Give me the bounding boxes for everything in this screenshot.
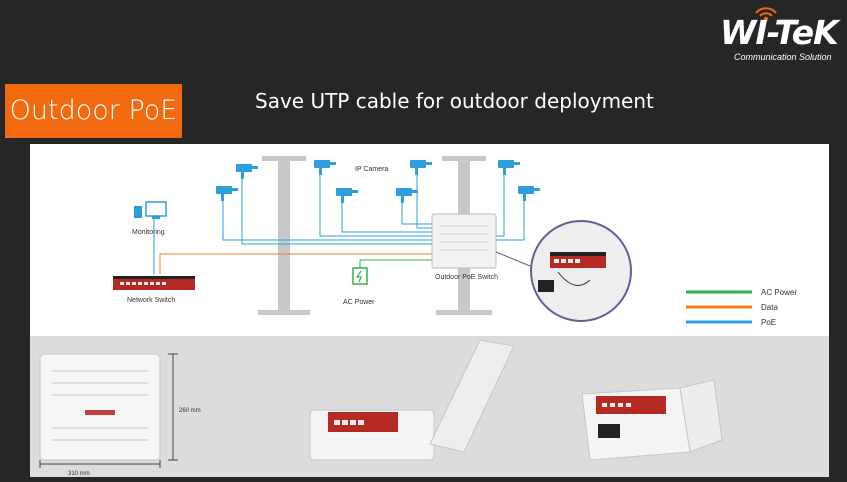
ac-power-cable (360, 260, 432, 268)
network-diagram: IP Camera Monitoring (30, 144, 829, 336)
enclosure-open-photo (310, 340, 514, 460)
width-dimension: 310 mm (68, 471, 90, 477)
legend: AC Power Data PoE (686, 288, 797, 327)
logo-tagline: Communication Solution (734, 52, 832, 62)
ac-power-icon (353, 268, 367, 284)
network-switch-icon (113, 276, 195, 290)
camera-icon (336, 188, 358, 203)
legend-label-data: Data (761, 303, 778, 312)
camera-icon (314, 160, 336, 175)
camera-icon (216, 186, 238, 201)
logo-text: WI-TeK (720, 16, 838, 49)
monitoring-label: Monitoring (132, 229, 165, 236)
utility-pole-left (258, 156, 310, 315)
outdoor-switch-label: Outdoor PoE Switch (435, 274, 498, 281)
ac-power-label: AC Power (343, 299, 375, 306)
title-badge: Outdoor PoE (5, 84, 182, 138)
slide-subtitle: Save UTP cable for outdoor deployment (255, 89, 654, 113)
height-dimension: 260 mm (179, 408, 201, 414)
camera-icon (498, 160, 520, 175)
camera-icon (396, 188, 418, 203)
monitoring-pc-icon (134, 202, 166, 219)
network-switch-label: Network Switch (127, 297, 175, 304)
product-photos: 260 mm 310 mm (30, 336, 829, 477)
data-cable (160, 254, 432, 274)
zoom-callout (531, 221, 631, 321)
legend-label-poe: PoE (761, 318, 776, 327)
wi-tek-logo: WI-TeK Communication Solution (718, 6, 842, 66)
enclosure-internal-photo (582, 380, 722, 460)
legend-label-ac-power: AC Power (761, 288, 797, 297)
camera-icon (410, 160, 432, 175)
camera-icon (236, 164, 258, 179)
enclosure-front-photo (40, 354, 160, 460)
callout-line (496, 252, 530, 266)
ip-camera-label: IP Camera (355, 166, 388, 173)
slide-title: Outdoor PoE (5, 84, 182, 138)
outdoor-poe-switch-icon (432, 214, 496, 268)
camera-icon (518, 186, 540, 201)
